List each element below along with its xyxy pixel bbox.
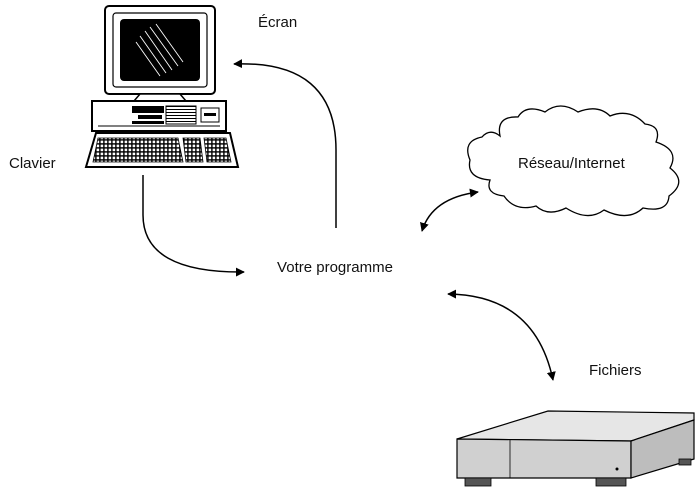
cloud-icon <box>467 105 680 217</box>
arrow-files <box>447 289 556 381</box>
arrow-from-keyboard <box>142 175 245 277</box>
program-label: Votre programme <box>277 259 393 276</box>
computer-icon <box>84 5 240 168</box>
disk-drive-icon <box>456 410 695 487</box>
screen-label: Écran <box>258 14 298 31</box>
keyboard-label: Clavier <box>9 155 56 172</box>
files-label: Fichiers <box>589 362 642 379</box>
arrow-network <box>420 188 479 232</box>
arrow-to-screen <box>233 59 337 228</box>
network-label: Réseau/Internet <box>518 155 625 172</box>
